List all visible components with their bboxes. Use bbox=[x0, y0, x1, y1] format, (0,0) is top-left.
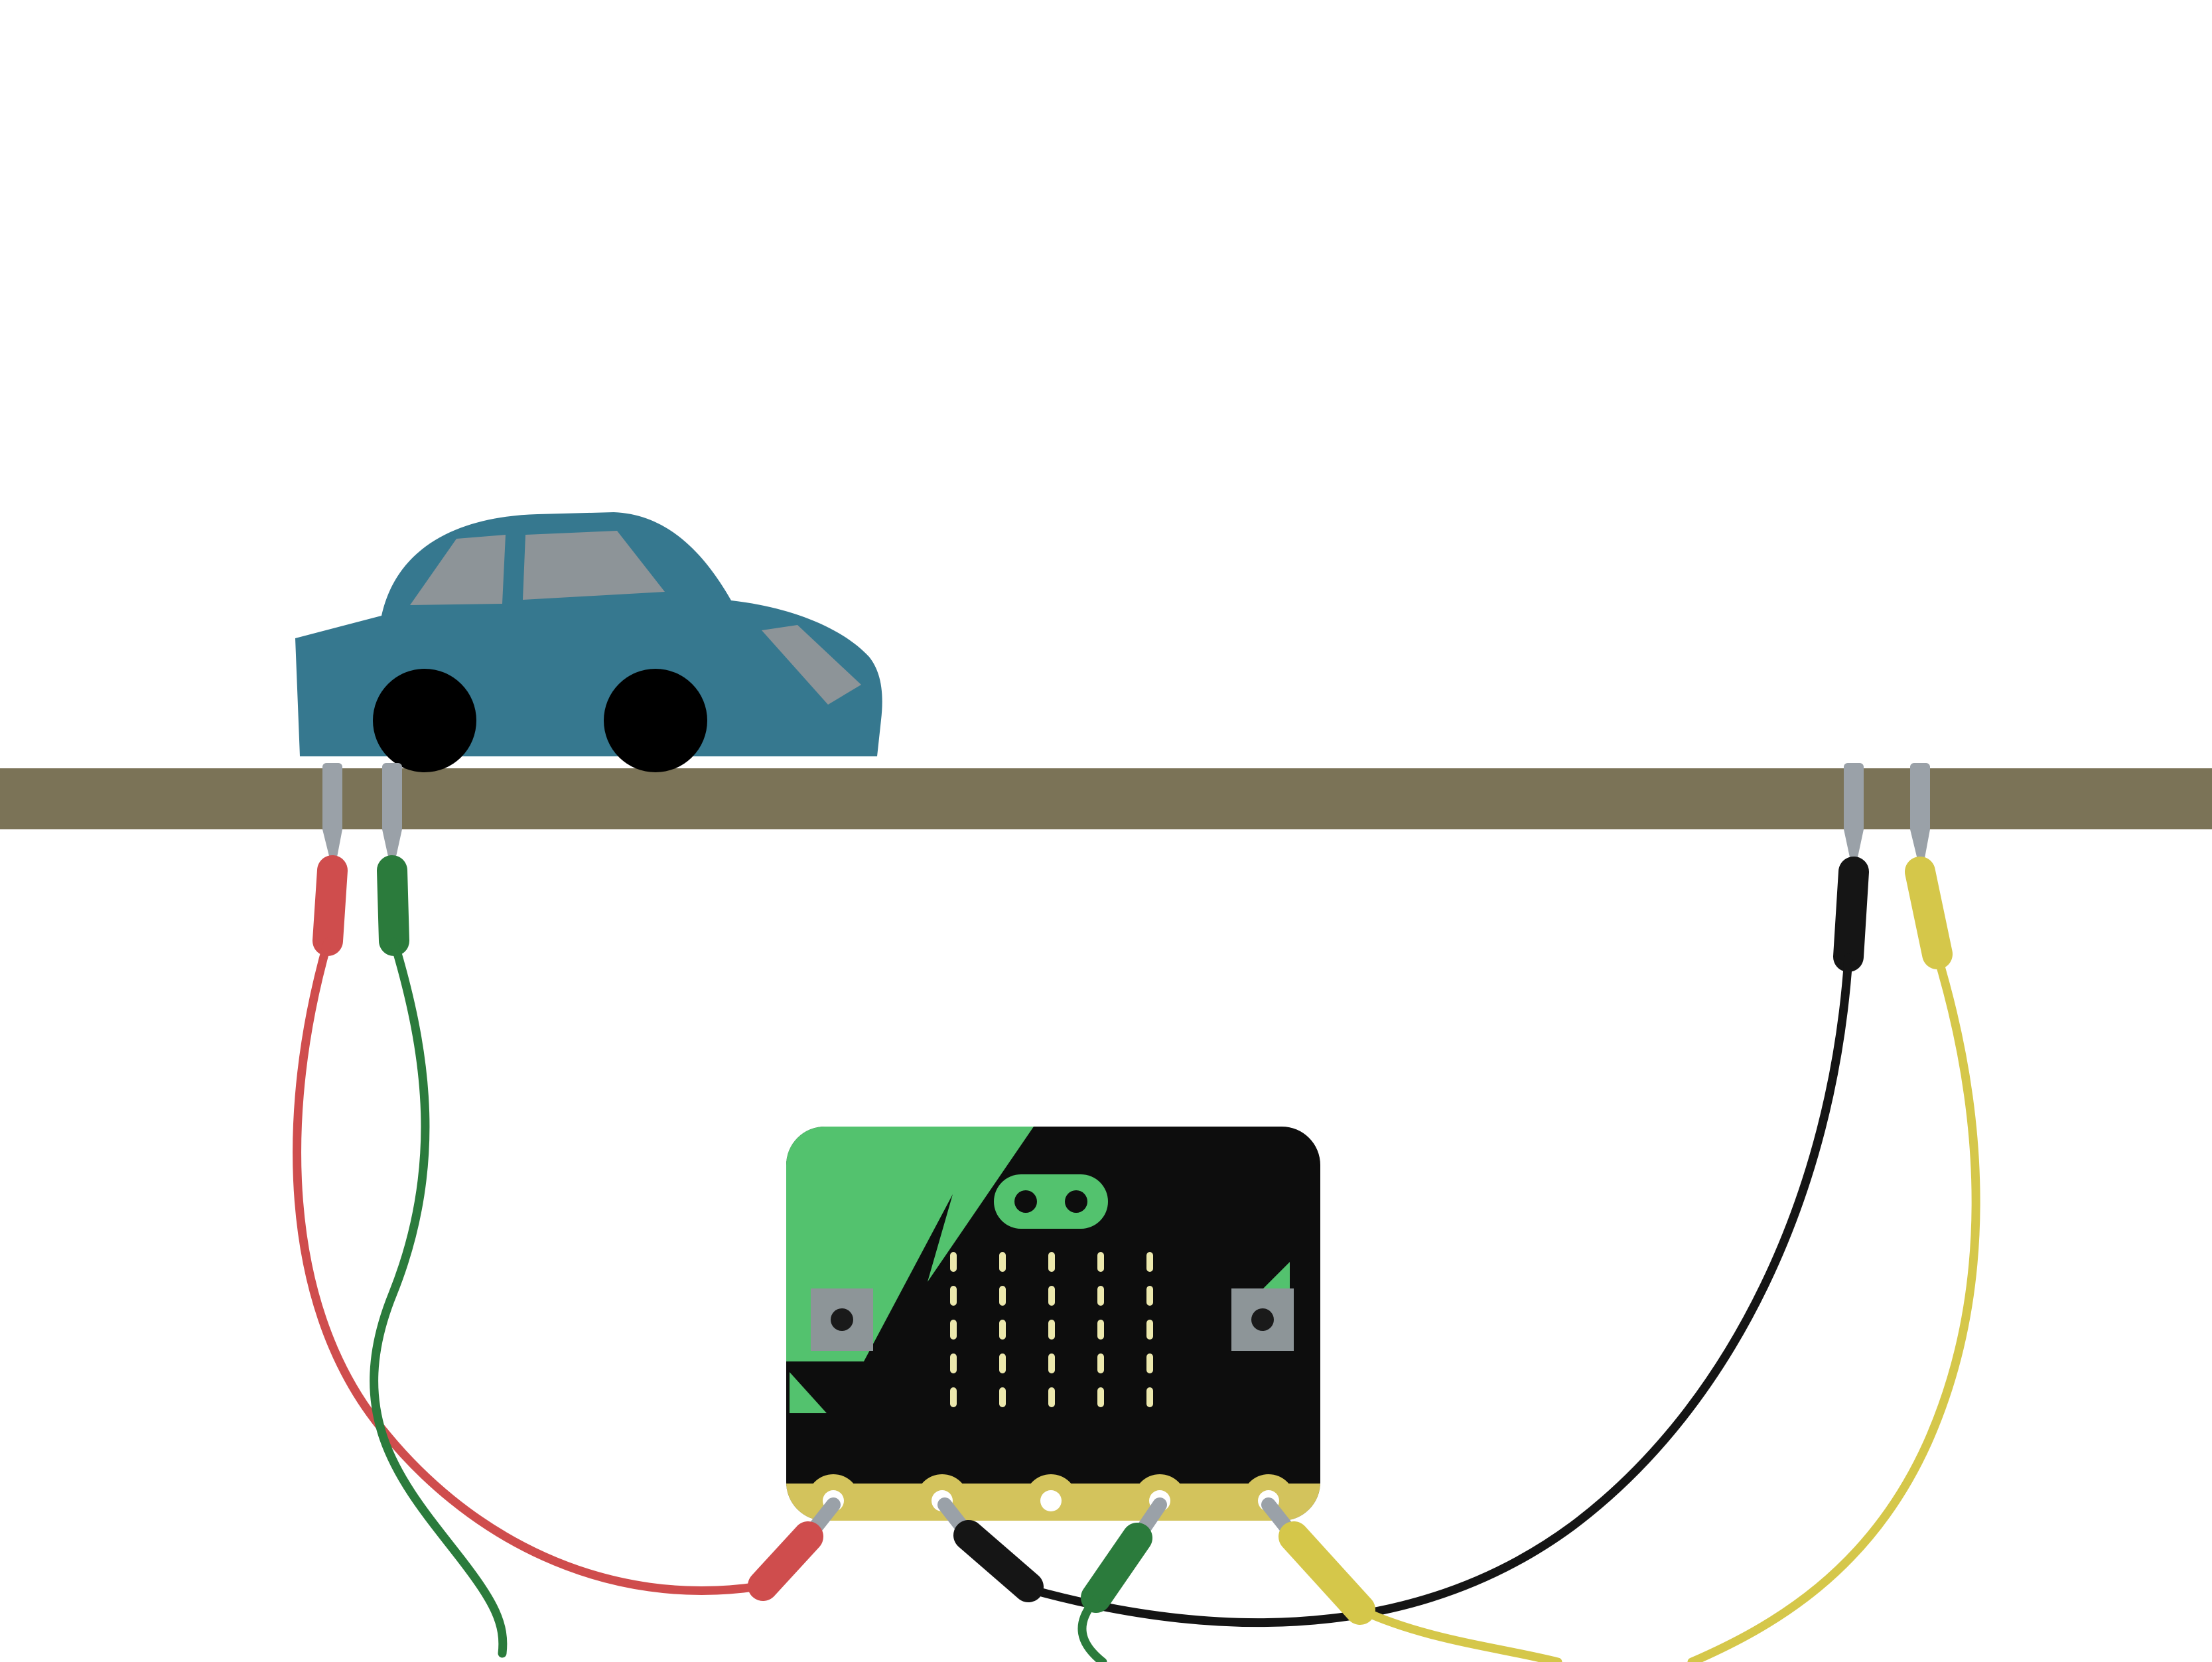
car-rear-window bbox=[410, 535, 506, 605]
clip-boot-red bbox=[312, 855, 348, 956]
wire-black bbox=[1027, 953, 1853, 1627]
wire-yellow-right bbox=[1687, 951, 1980, 1662]
track-right-clip-black bbox=[1833, 763, 1869, 972]
board-clip-green bbox=[1081, 1497, 1167, 1613]
led-dot bbox=[1097, 1320, 1104, 1340]
track-left-clip-green bbox=[377, 763, 409, 956]
led-dot bbox=[950, 1286, 957, 1306]
clip-boot-green bbox=[377, 855, 409, 956]
board-logo-hole-right bbox=[1065, 1190, 1087, 1213]
led-dot bbox=[1146, 1353, 1153, 1373]
board-logo-hole-left bbox=[1014, 1190, 1037, 1213]
clip-metal-strip bbox=[1844, 763, 1864, 832]
toy-car bbox=[295, 512, 882, 772]
clip-jaw bbox=[322, 829, 342, 874]
led-matrix bbox=[950, 1252, 1153, 1407]
clip-metal-strip bbox=[322, 763, 342, 832]
led-dot bbox=[1146, 1286, 1153, 1306]
led-dot bbox=[999, 1252, 1006, 1272]
led-dot bbox=[999, 1286, 1006, 1306]
clip-boot-yellow bbox=[1279, 1521, 1375, 1625]
track-left-clip-red bbox=[312, 763, 348, 956]
wire-green-board bbox=[1077, 1594, 1107, 1662]
board-green-accent-left bbox=[790, 1372, 827, 1413]
wire-yellow-board bbox=[1355, 1605, 1562, 1662]
wire-green-left bbox=[370, 937, 508, 1658]
led-dot bbox=[1048, 1252, 1055, 1272]
led-dot bbox=[1146, 1320, 1153, 1340]
led-dot bbox=[950, 1320, 957, 1340]
led-dot bbox=[950, 1353, 957, 1373]
led-dot bbox=[1097, 1387, 1104, 1407]
led-dot bbox=[1048, 1387, 1055, 1407]
led-dot bbox=[1048, 1286, 1055, 1306]
track-surface bbox=[0, 768, 2212, 829]
car-windshield bbox=[762, 625, 861, 705]
board-clip-red bbox=[748, 1497, 841, 1601]
clip-boot-black bbox=[953, 1520, 1044, 1602]
led-dot bbox=[1097, 1286, 1104, 1306]
led-dot bbox=[999, 1353, 1006, 1373]
clip-jaw bbox=[1910, 829, 1930, 876]
board-logo-pill bbox=[994, 1174, 1108, 1229]
button-right-dot bbox=[1251, 1308, 1274, 1331]
car-front-wheel bbox=[604, 669, 707, 772]
board-clip-yellow bbox=[1261, 1497, 1375, 1625]
clip-metal-strip bbox=[382, 763, 402, 832]
led-dot bbox=[1048, 1320, 1055, 1340]
clip-boot-red bbox=[748, 1521, 823, 1601]
clip-jaw bbox=[382, 829, 402, 874]
wire-red bbox=[293, 937, 768, 1595]
pin-ring-hole bbox=[1040, 1490, 1062, 1511]
led-dot bbox=[1097, 1353, 1104, 1373]
track-right-clip-yellow bbox=[1905, 763, 1953, 969]
led-dot bbox=[950, 1387, 957, 1407]
led-dot bbox=[1048, 1353, 1055, 1373]
clip-boot-yellow bbox=[1905, 857, 1953, 969]
led-dot bbox=[1146, 1252, 1153, 1272]
led-dot bbox=[1146, 1387, 1153, 1407]
clip-jaw bbox=[1844, 829, 1864, 876]
clip-boot-green bbox=[1081, 1523, 1152, 1613]
board-green-accent-right bbox=[1262, 1262, 1290, 1290]
led-dot bbox=[999, 1387, 1006, 1407]
led-dot bbox=[1097, 1252, 1104, 1272]
car-front-window bbox=[523, 531, 665, 600]
button-left-dot bbox=[831, 1308, 853, 1331]
led-dot bbox=[950, 1252, 957, 1272]
board-clip-black bbox=[937, 1497, 1044, 1602]
clip-boot-black bbox=[1833, 857, 1869, 972]
car-rear-wheel bbox=[373, 669, 476, 772]
led-dot bbox=[999, 1320, 1006, 1340]
clip-metal-strip bbox=[1910, 763, 1930, 832]
microbit-board bbox=[786, 1127, 1320, 1521]
